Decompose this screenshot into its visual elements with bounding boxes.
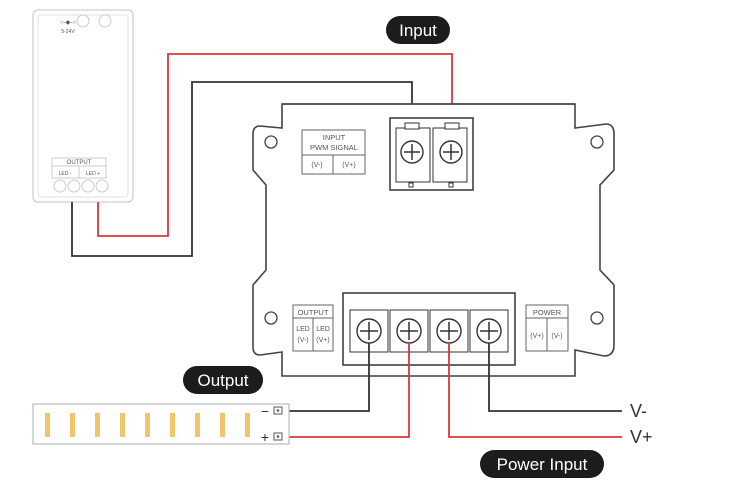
controller-output-title: OUTPUT	[67, 160, 92, 166]
wire-output-black	[283, 343, 370, 412]
output-screw-led-minus	[356, 318, 382, 344]
strip-terminal-minus: −	[261, 403, 269, 419]
wire-input-red	[97, 53, 453, 237]
v-minus-label: V-	[630, 401, 647, 421]
strip-terminal-plus: +	[261, 429, 269, 445]
input-label-vplus: (V+)	[342, 162, 355, 169]
led-chips	[45, 413, 250, 437]
output-callout: Output	[183, 366, 263, 394]
power-box-vplus: (V+)	[530, 333, 543, 340]
input-callout-text: Input	[399, 21, 437, 40]
dc-symbol: ○-◆-○	[60, 20, 76, 26]
pwm-controller: ○-◆-○ 5-24V OUTPUT LED - LED +	[32, 9, 134, 203]
power-box-vminus: (V-)	[551, 333, 562, 340]
output-label: OUTPUT LED (V-) LED (V+)	[292, 304, 334, 352]
power-screw-vplus	[436, 318, 462, 344]
output-screw-led-plus	[396, 318, 422, 344]
wire-power-red	[448, 343, 622, 438]
output-box-title: OUTPUT	[298, 308, 329, 317]
input-label-line1: INPUT	[323, 133, 346, 142]
wire-input-black	[71, 81, 413, 257]
output-box-led2: LED	[316, 326, 330, 333]
v-plus-label: V+	[630, 427, 653, 447]
power-input-callout: Power Input	[480, 450, 604, 478]
wire-output-red	[283, 343, 410, 438]
wire-power-black	[488, 343, 622, 412]
input-screw-vminus	[400, 140, 424, 164]
input-terminal-block	[389, 117, 474, 191]
output-callout-text: Output	[197, 371, 248, 390]
input-pwm-label: INPUT PWM SIGNAL (V-) (V+)	[301, 129, 366, 175]
input-label-line2: PWM SIGNAL	[310, 143, 358, 152]
output-box-pol1: (V-)	[297, 337, 308, 344]
input-label-vminus: (V-)	[311, 162, 322, 169]
led-strip: − +	[32, 403, 290, 445]
controller-led-plus: LED +	[86, 171, 100, 177]
input-callout: Input	[386, 16, 450, 44]
power-label: POWER (V+) (V-)	[525, 304, 569, 352]
controller-led-minus: LED -	[59, 171, 72, 177]
output-box-led1: LED	[296, 326, 310, 333]
power-input-callout-text: Power Input	[497, 455, 588, 474]
dc-rating: 5-24V	[61, 29, 75, 35]
output-box-pol2: (V+)	[316, 337, 329, 344]
power-screw-vminus	[476, 318, 502, 344]
input-screw-vplus	[439, 140, 463, 164]
power-box-title: POWER	[533, 308, 562, 317]
